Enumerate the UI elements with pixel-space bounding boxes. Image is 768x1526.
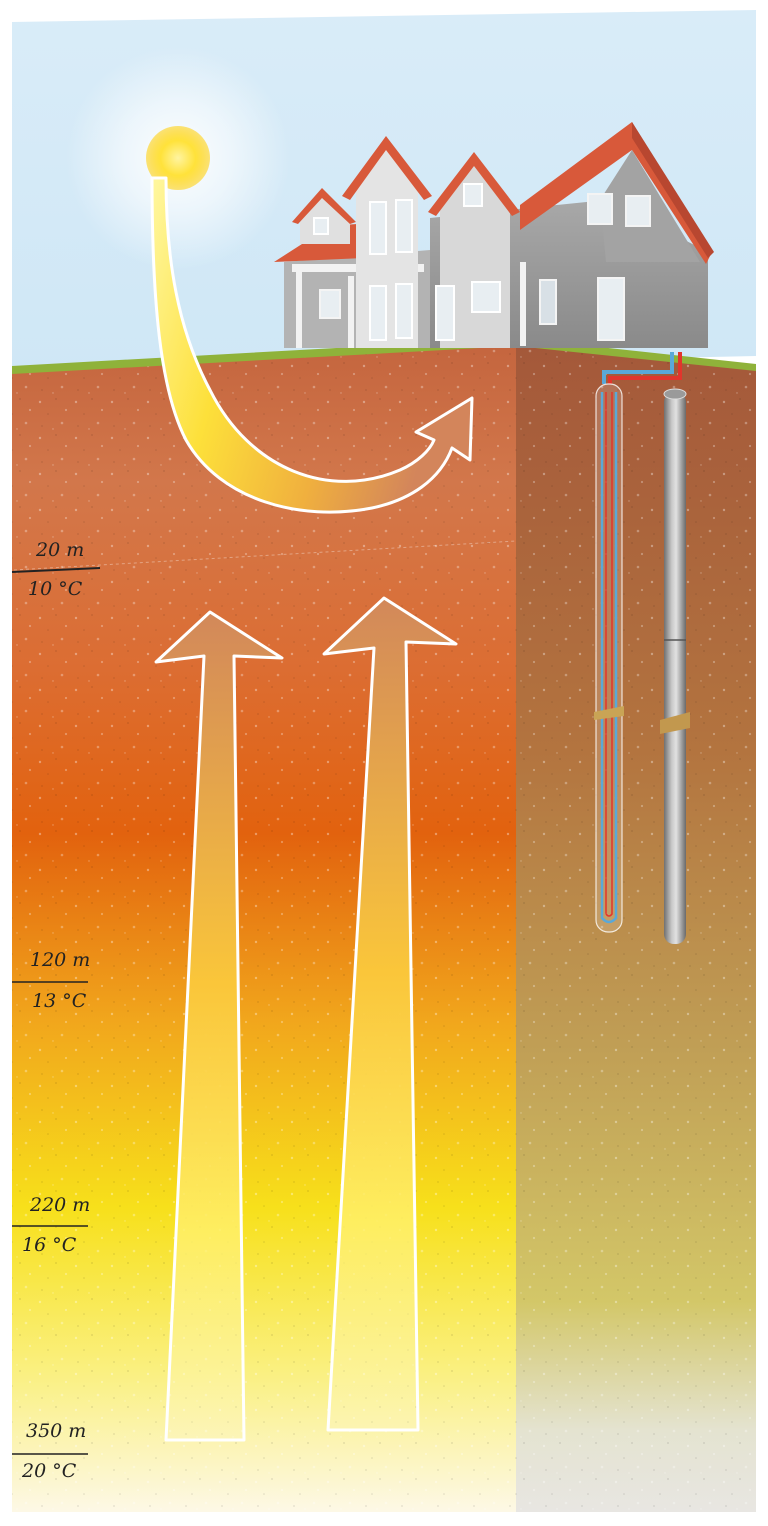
- depth-label-220m: 220 m: [30, 1194, 91, 1216]
- heat-arrow-up-right: [322, 596, 458, 1432]
- temperature-label-16c: 16 °C: [22, 1234, 77, 1256]
- temperature-label-13c: 13 °C: [32, 990, 87, 1012]
- heat-arrow-up-left: [154, 610, 284, 1442]
- soil-side-texture: [516, 342, 756, 1512]
- sun-icon: [66, 46, 290, 270]
- heat-arrow-icon: [150, 176, 474, 514]
- borehole-probe-icon: [594, 352, 690, 944]
- depth-label-120m: 120 m: [30, 949, 91, 971]
- house-icon: [274, 122, 714, 348]
- depth-label-350m: 350 m: [26, 1420, 87, 1442]
- temperature-label-20c: 20 °C: [22, 1460, 77, 1482]
- depth-tick-20m: [11, 567, 101, 573]
- depth-label-20m: 20 m: [36, 539, 85, 561]
- soil-front-texture: [12, 342, 516, 1512]
- temperature-label-10c: 10 °C: [28, 578, 83, 600]
